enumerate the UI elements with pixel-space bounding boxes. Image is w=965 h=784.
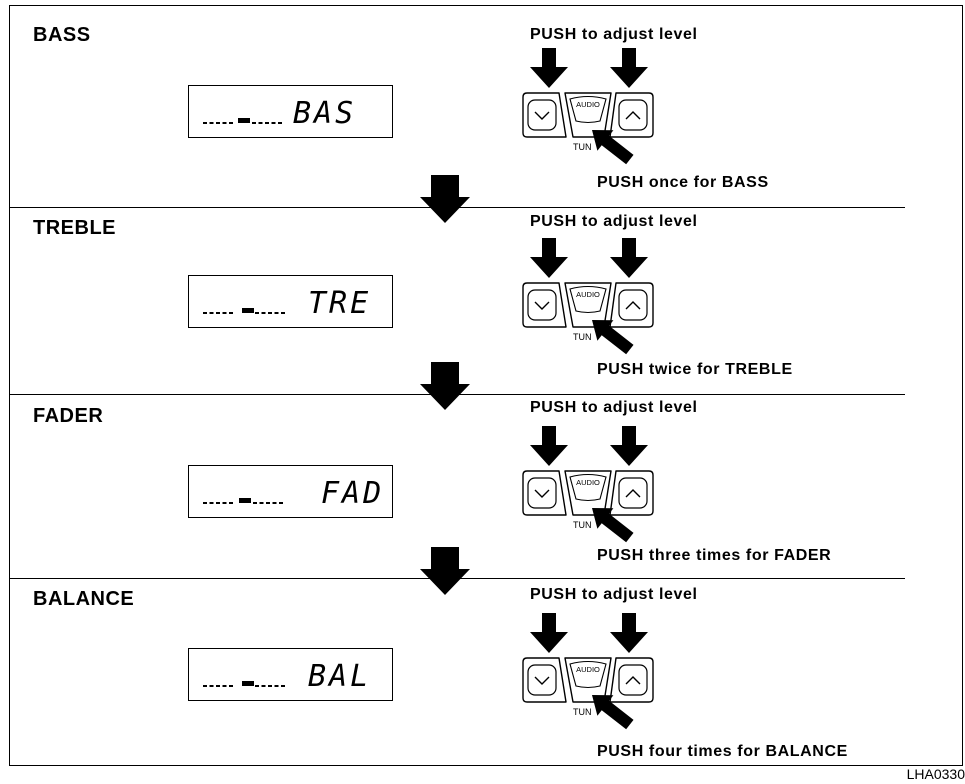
level-down-button xyxy=(522,657,567,703)
arrow-down-icon xyxy=(530,613,568,653)
arrow-down-icon xyxy=(610,48,648,88)
audio-button: AUDIO xyxy=(564,282,612,328)
level-down-button xyxy=(522,282,567,328)
chevron-down-icon xyxy=(534,111,550,120)
chevron-up-icon xyxy=(625,676,641,685)
arrow-diagonal-icon xyxy=(592,508,634,543)
adjust-level-hint: PUSH to adjust level xyxy=(530,213,698,230)
audio-button: AUDIO xyxy=(564,470,612,516)
arrow-down-icon xyxy=(530,48,568,88)
level-up-button xyxy=(609,282,654,328)
arrow-diagonal-icon xyxy=(592,130,634,165)
arrow-down-icon xyxy=(610,238,648,278)
level-down-button xyxy=(522,470,567,516)
lcd-display: FAD xyxy=(188,465,393,518)
audio-control-buttons: AUDIO xyxy=(522,657,654,703)
adjust-level-hint: PUSH to adjust level xyxy=(530,586,698,603)
adjust-level-hint: PUSH to adjust level xyxy=(530,399,698,416)
lcd-display: TRE xyxy=(188,275,393,328)
level-marker xyxy=(242,308,254,313)
level-marker xyxy=(242,681,254,686)
arrow-down-icon xyxy=(530,426,568,466)
level-up-button xyxy=(609,657,654,703)
audio-button-label: AUDIO xyxy=(576,290,600,299)
tune-label: TUN xyxy=(573,520,592,530)
arrow-down-icon xyxy=(530,238,568,278)
level-up-button xyxy=(609,470,654,516)
push-instruction: PUSH three times for FADER xyxy=(597,547,832,564)
audio-control-buttons: AUDIO xyxy=(522,470,654,516)
display-mode-text: TRE xyxy=(308,286,372,321)
arrow-diagonal-icon xyxy=(592,695,634,730)
level-scale-left xyxy=(203,685,235,687)
display-mode-text: BAL xyxy=(308,659,372,694)
level-scale-left xyxy=(203,502,235,504)
level-marker xyxy=(238,118,250,123)
audio-control-buttons: AUDIO xyxy=(522,92,654,138)
section-title: FADER xyxy=(33,405,104,427)
chevron-down-icon xyxy=(534,301,550,310)
figure-frame xyxy=(9,5,963,766)
tune-label: TUN xyxy=(573,332,592,342)
chevron-down-icon xyxy=(534,489,550,498)
audio-button-label: AUDIO xyxy=(576,478,600,487)
lcd-display: BAS xyxy=(188,85,393,138)
level-up-button xyxy=(609,92,654,138)
section-balance: BALANCE PUSH to adjust level BAL AUDIO xyxy=(0,585,965,770)
section-title: TREBLE xyxy=(33,217,116,239)
level-scale-left xyxy=(203,312,235,314)
level-scale-right xyxy=(255,312,286,314)
audio-button: AUDIO xyxy=(564,92,612,138)
level-down-button xyxy=(522,92,567,138)
adjust-level-hint: PUSH to adjust level xyxy=(530,26,698,43)
arrow-diagonal-icon xyxy=(592,320,634,355)
chevron-up-icon xyxy=(625,111,641,120)
arrow-down-icon xyxy=(610,426,648,466)
chevron-down-icon xyxy=(534,676,550,685)
chevron-up-icon xyxy=(625,489,641,498)
chevron-up-icon xyxy=(625,301,641,310)
level-scale-right xyxy=(253,502,284,504)
level-scale-right xyxy=(255,685,286,687)
section-treble: TREBLE PUSH to adjust level TRE AUDIO xyxy=(0,210,965,395)
audio-button-label: AUDIO xyxy=(576,665,600,674)
lcd-display: BAL xyxy=(188,648,393,701)
audio-button-label: AUDIO xyxy=(576,100,600,109)
audio-button: AUDIO xyxy=(564,657,612,703)
display-mode-text: BAS xyxy=(293,96,357,131)
section-fader: FADER PUSH to adjust level FAD AUDIO xyxy=(0,398,965,583)
section-bass: BASS PUSH to adjust level BAS AUDIO xyxy=(0,20,965,205)
arrow-down-icon xyxy=(610,613,648,653)
push-instruction: PUSH twice for TREBLE xyxy=(597,361,793,378)
audio-control-buttons: AUDIO xyxy=(522,282,654,328)
push-instruction: PUSH once for BASS xyxy=(597,174,769,191)
tune-label: TUN xyxy=(573,707,592,717)
arrow-down-icon xyxy=(420,362,470,410)
level-marker xyxy=(239,498,251,503)
arrow-down-icon xyxy=(420,547,470,595)
level-scale-left xyxy=(203,122,235,124)
arrow-down-icon xyxy=(420,175,470,223)
push-instruction: PUSH four times for BALANCE xyxy=(597,743,848,760)
figure-id: LHA0330 xyxy=(906,766,965,782)
display-mode-text: FAD xyxy=(321,476,385,511)
level-scale-right xyxy=(252,122,283,124)
section-title: BASS xyxy=(33,24,91,46)
tune-label: TUN xyxy=(573,142,592,152)
section-title: BALANCE xyxy=(33,588,135,610)
